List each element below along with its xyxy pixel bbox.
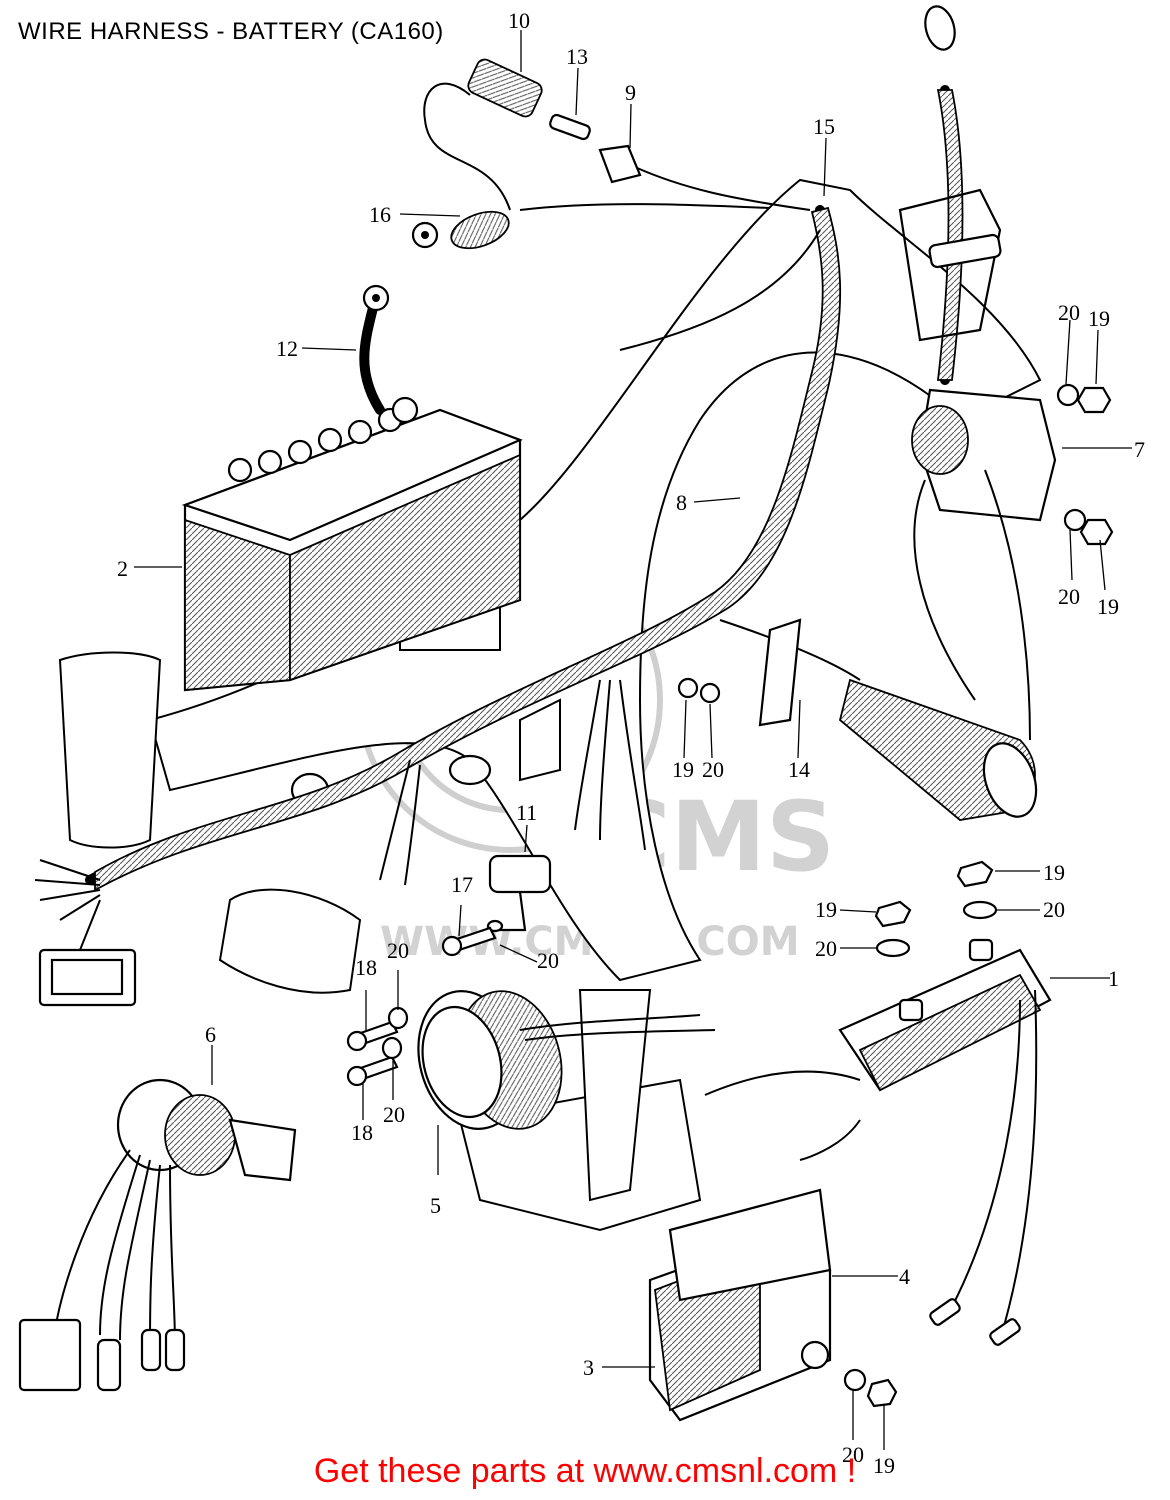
- battery: [181, 396, 523, 692]
- horn: [417, 990, 716, 1130]
- callout-19: 19: [1088, 306, 1110, 331]
- callout-19: 19: [815, 897, 837, 922]
- voltage-regulator: [648, 1188, 832, 1422]
- callout-1: 1: [1108, 966, 1119, 991]
- callout-7: 7: [1134, 437, 1145, 462]
- ignition-coil: [704, 938, 1052, 1346]
- callout-9: 9: [625, 80, 636, 105]
- callout-20: 20: [1043, 897, 1065, 922]
- connector-sleeve: [758, 618, 1038, 821]
- callout-2: 2: [117, 556, 128, 581]
- callout-15: 15: [813, 114, 835, 139]
- callout-19: 19: [873, 1453, 895, 1478]
- callout-20: 20: [387, 938, 409, 963]
- callout-3: 3: [583, 1355, 594, 1380]
- callout-20: 20: [842, 1442, 864, 1467]
- callout-8: 8: [676, 490, 687, 515]
- callout-5: 5: [430, 1193, 441, 1218]
- screw-17: [441, 926, 497, 957]
- diagram-title: WIRE HARNESS - BATTERY (CA160): [18, 18, 444, 45]
- callout-14: 14: [788, 757, 810, 782]
- callout-20: 20: [815, 936, 837, 961]
- callout-20: 20: [537, 948, 559, 973]
- callout-10: 10: [508, 8, 530, 33]
- callout-12: 12: [276, 336, 298, 361]
- callout-17: 17: [451, 872, 473, 897]
- footer-promo[interactable]: Get these parts at www.cmsnl.com !: [313, 1452, 857, 1490]
- callout-20: 20: [702, 757, 724, 782]
- ignition-switch: [18, 1078, 297, 1392]
- condenser: [486, 854, 552, 933]
- callout-18: 18: [351, 1120, 373, 1145]
- callout-labels: 10 13 9 15 16 12 20 19 7 8 2 20 19 19 20…: [117, 8, 1145, 1478]
- bolts-18: [346, 1006, 409, 1087]
- battery-cable: [359, 284, 390, 415]
- callout-6: 6: [205, 1022, 216, 1047]
- callout-16: 16: [369, 202, 391, 227]
- frame-body: [58, 178, 1042, 1232]
- callout-20: 20: [1058, 300, 1080, 325]
- callout-19: 19: [1043, 860, 1065, 885]
- callout-19: 19: [1097, 594, 1119, 619]
- callout-11: 11: [516, 800, 537, 825]
- callout-13: 13: [566, 44, 588, 69]
- callout-19: 19: [672, 757, 694, 782]
- callout-4: 4: [899, 1264, 910, 1289]
- callout-18: 18: [355, 955, 377, 980]
- starter-relay: [898, 5, 1057, 741]
- callout-20: 20: [383, 1102, 405, 1127]
- callout-20: 20: [1058, 584, 1080, 609]
- nuts-and-washers: [677, 383, 1114, 1408]
- ground-wire-assembly: [411, 58, 811, 250]
- main-harness: [34, 205, 861, 1007]
- leader-lines: [134, 30, 1132, 1450]
